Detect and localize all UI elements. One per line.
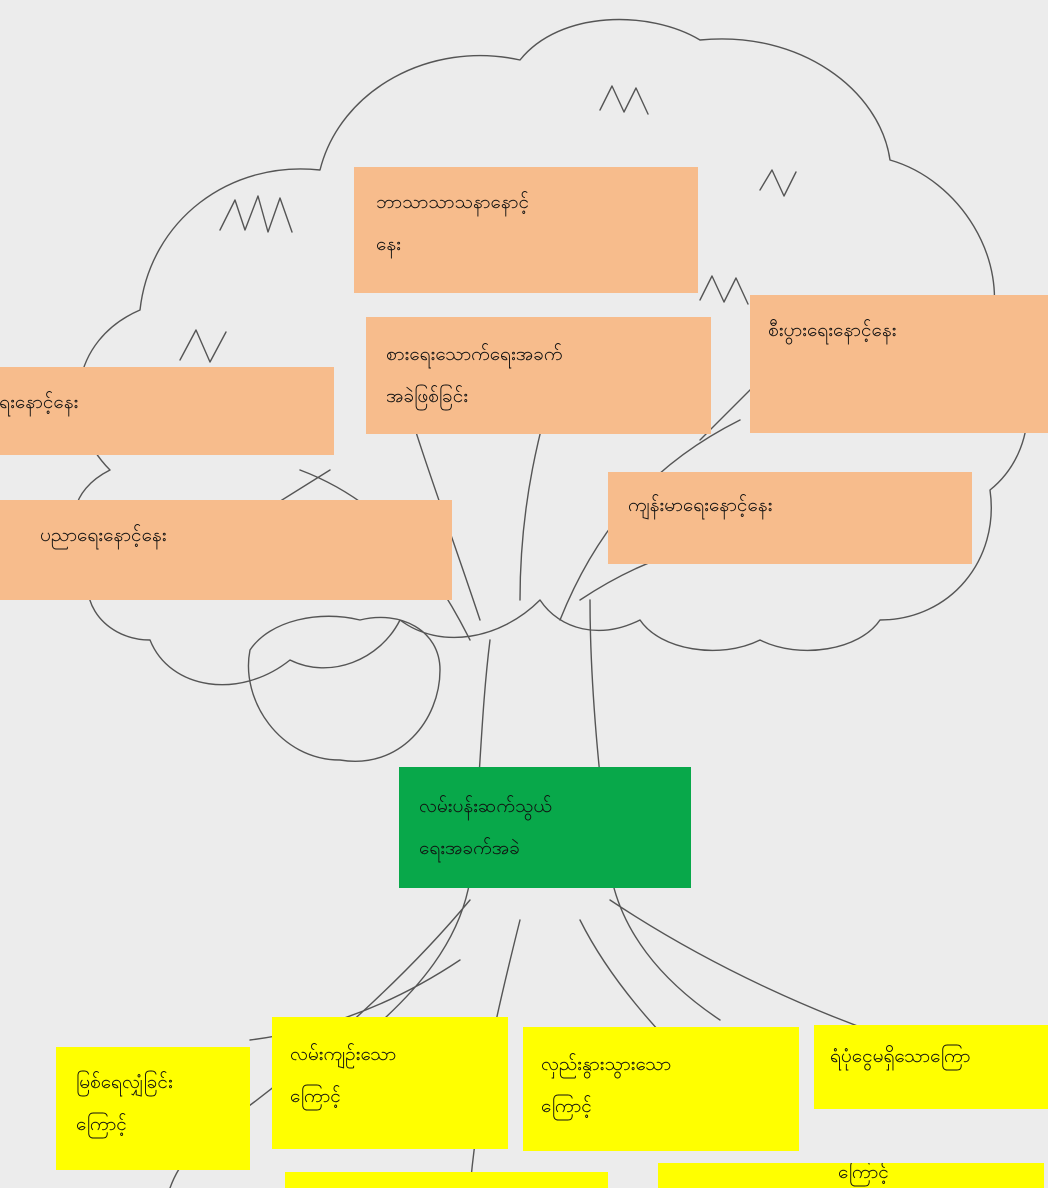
card-line: ကြောင့် <box>541 1095 592 1117</box>
card-line: နေး <box>376 233 401 255</box>
trunk-card-core-problem: လမ်းပန်းဆက်သွယ် ရေးအခက်အခဲ <box>399 767 691 888</box>
card-line: ရေးအခက်အခဲ <box>419 837 520 859</box>
card-line: ပညာရေးနောင့်နေး <box>40 524 167 546</box>
card-line: လမ်းပန်းဆက်သွယ် <box>419 795 552 817</box>
root-card-river-shallow: မြစ်ရေလျှံခြင်း ကြောင့် <box>56 1047 250 1170</box>
card-line: စီးပွားရေးနောင့်နေး <box>768 319 897 341</box>
card-line: ကျန်းမာရေးနောင့်နေး <box>628 494 773 516</box>
card-line: လှည်းနွားသွားသော <box>541 1053 672 1075</box>
root-card-narrow-roads: လမ်းကျဉ်းသော ကြောင့် <box>272 1017 508 1149</box>
branch-card-religion: ဘာသာသာသနာနောင့် နေး <box>354 167 698 293</box>
card-line: စားရေးသောက်ရေးအခက် <box>386 343 563 365</box>
branch-card-education: ပညာရေးနောင့်နေး <box>0 500 452 600</box>
card-line: ရံပုံငွေမရှိသောကြော <box>830 1045 971 1067</box>
branch-card-social: မှုရေးနောင့်နေး <box>0 367 334 455</box>
card-line: ကြောင့် <box>76 1113 127 1135</box>
root-card-bottom-right: ကြောင့် <box>658 1163 1044 1188</box>
branch-card-health: ကျန်းမာရေးနောင့်နေး <box>608 472 972 564</box>
card-line: မြစ်ရေလျှံခြင်း <box>76 1071 173 1093</box>
branch-card-business: စီးပွားရေးနောင့်နေး <box>750 295 1048 433</box>
card-line: မှုရေးနောင့်နေး <box>0 391 79 413</box>
card-line: အခဲဖြစ်ခြင်း <box>386 385 469 407</box>
card-line: ဘာသာသာသနာနောင့် <box>376 191 529 213</box>
card-line: လမ်းကျဉ်းသော <box>290 1043 397 1065</box>
root-card-no-budget: ရံပုံငွေမရှိသောကြော <box>814 1025 1048 1109</box>
card-line: ကြောင့် <box>290 1085 341 1107</box>
canopy-clump <box>247 615 441 762</box>
root-card-bottom-left <box>285 1172 608 1188</box>
root-card-hillside: လှည်းနွားသွားသော ကြောင့် <box>523 1027 799 1151</box>
branch-card-food-security: စားရေးသောက်ရေးအခက် အခဲဖြစ်ခြင်း <box>366 317 711 434</box>
card-line: ကြောင့် <box>838 1163 889 1183</box>
canopy-outline <box>73 18 1029 686</box>
